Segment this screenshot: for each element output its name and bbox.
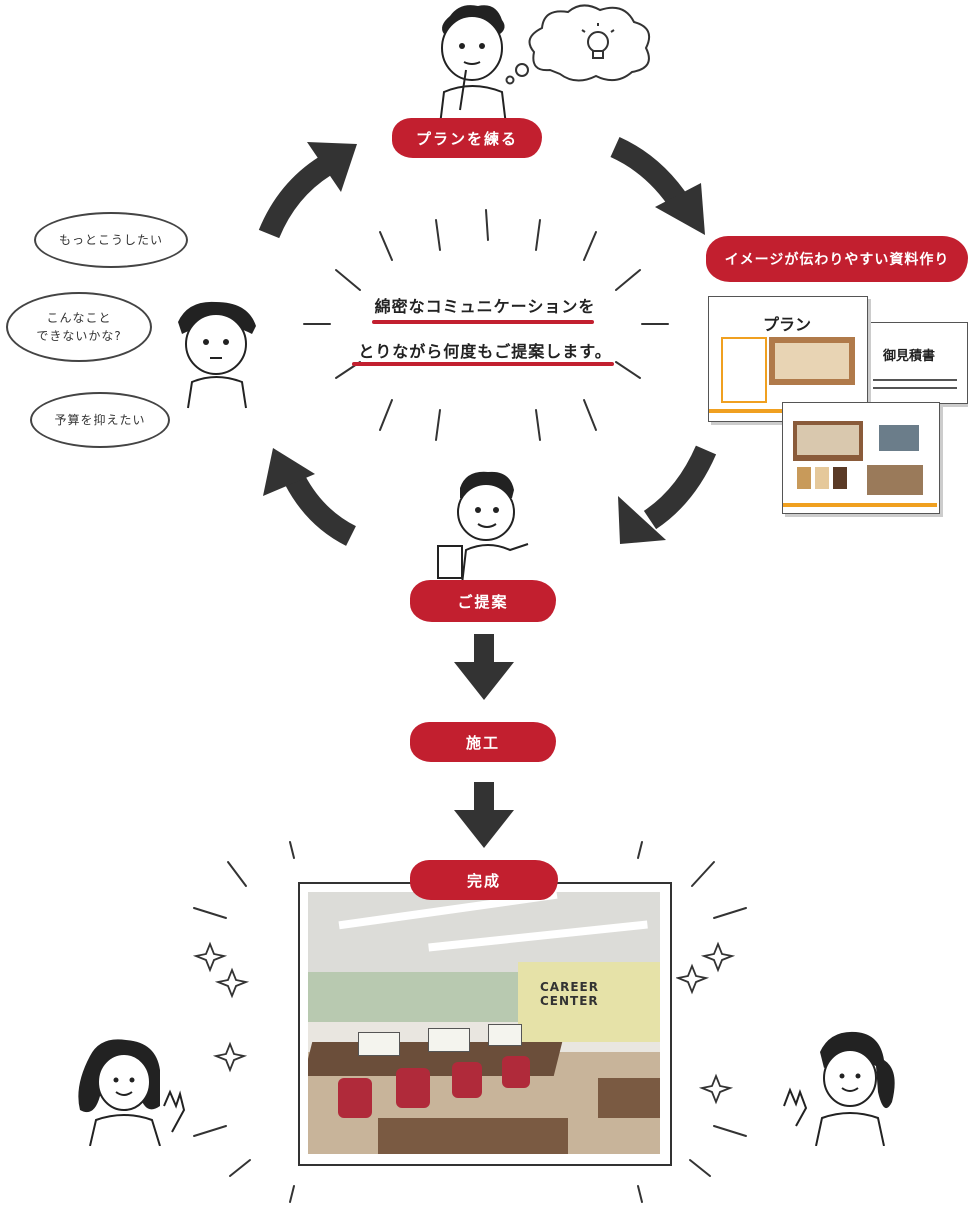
center-text-line2: とりながら何度もご提案します。 xyxy=(340,338,630,362)
cycle-arrow-up-left xyxy=(255,440,365,550)
happy-woman-left-illustration xyxy=(60,1036,190,1146)
speech-bubble-budget: 予算を抑えたい xyxy=(30,392,170,448)
estimate-document: 御見積書 xyxy=(862,322,968,404)
step-materials-label: イメージが伝わりやすい資料作り xyxy=(706,236,968,282)
bubble-possible-line2: できないかな? xyxy=(36,327,121,345)
speech-bubble-more: もっとこうしたい xyxy=(34,212,188,268)
lightbulb-icon xyxy=(578,22,618,66)
speech-bubble-possible: こんなこと できないかな? xyxy=(6,292,152,362)
presenting-person-illustration xyxy=(432,468,542,588)
step-proposal-label: ご提案 xyxy=(410,580,556,622)
cycle-arrow-down-right xyxy=(605,135,715,245)
step-complete-label: 完成 xyxy=(410,860,558,900)
estimate-title: 御見積書 xyxy=(883,345,935,364)
sparkle-icons-left xyxy=(190,930,260,1080)
completed-room-photo: CAREER CENTER xyxy=(308,892,660,1154)
cycle-arrow-down-left xyxy=(610,440,720,550)
cycle-arrow-up-right xyxy=(255,130,365,245)
bubble-possible-line1: こんなこと xyxy=(46,309,111,327)
worried-client-illustration xyxy=(168,296,264,410)
career-center-sign: CAREER CENTER xyxy=(540,980,660,1008)
center-underline-2 xyxy=(352,362,614,366)
rendering-document xyxy=(782,402,940,514)
center-text-line1: 綿密なコミュニケーションを xyxy=(360,293,610,317)
step-construction-label: 施工 xyxy=(410,722,556,762)
center-underline-1 xyxy=(372,320,594,324)
down-arrow-1 xyxy=(454,634,514,702)
happy-woman-right-illustration xyxy=(780,1022,910,1146)
plan-doc-title: プラン xyxy=(763,311,811,335)
step-plan-label: プランを練る xyxy=(392,118,542,158)
sparkle-icons-right xyxy=(676,936,746,1106)
